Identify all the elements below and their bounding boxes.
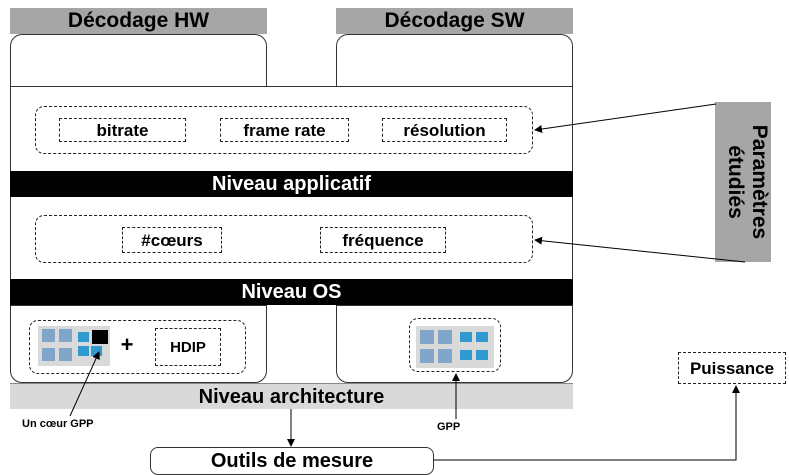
studied-parameters-panel: Paramètres étudiés xyxy=(715,102,771,262)
sw-top-tab xyxy=(336,34,573,86)
cores-tag: #cœurs xyxy=(122,227,222,253)
sw-decoding-header: Décodage SW xyxy=(336,8,573,34)
hw-top-tab xyxy=(10,34,267,86)
bitrate-tag: bitrate xyxy=(59,118,186,142)
measurement-tools-box: Outils de mesure xyxy=(150,447,434,475)
frequency-tag: fréquence xyxy=(320,227,446,253)
os-parameters-box xyxy=(35,215,533,263)
gpp-chip-icon xyxy=(416,326,494,368)
application-level-band: Niveau applicatif xyxy=(10,171,573,197)
hdip-tag: HDIP xyxy=(155,328,221,366)
processor-chip-icon xyxy=(38,326,110,366)
frame-rate-tag: frame rate xyxy=(220,118,349,142)
plus-sign: + xyxy=(120,332,134,357)
power-box: Puissance xyxy=(678,352,786,384)
gpp-core-label: Un cœur GPP xyxy=(22,418,94,430)
os-level-band: Niveau OS xyxy=(10,279,573,305)
architecture-level-band: Niveau architecture xyxy=(10,383,573,409)
hw-decoding-header: Décodage HW xyxy=(10,8,267,34)
studied-parameters-label: Paramètres étudiés xyxy=(724,124,771,240)
resolution-tag: résolution xyxy=(382,118,507,142)
gpp-label: GPP xyxy=(437,421,461,433)
